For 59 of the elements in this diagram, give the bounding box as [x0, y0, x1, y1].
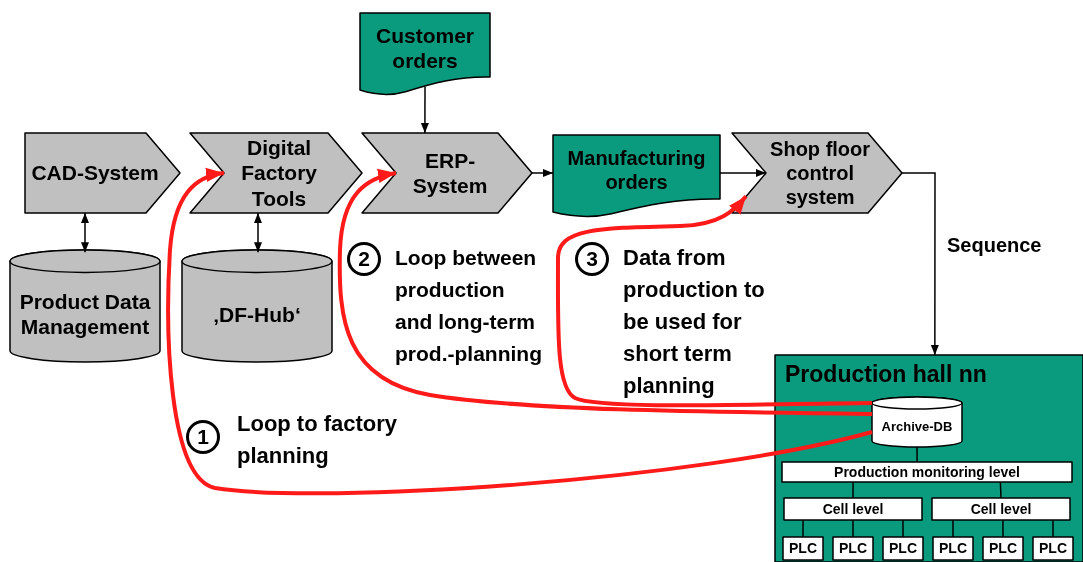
plc-box: [833, 537, 873, 560]
plc-box: [883, 537, 923, 560]
plc-box: [983, 537, 1023, 560]
loop-arrow: [166, 168, 873, 496]
node-label: Shop floor control system: [769, 137, 872, 209]
process-step-shape: [362, 133, 532, 213]
node-label: PLC: [989, 540, 1017, 557]
level-bar: [932, 498, 1070, 520]
arrow: [531, 169, 554, 177]
callout-number: 1: [186, 420, 220, 454]
node-label: ‚DF-Hub‘: [213, 301, 301, 327]
node-label: PLC: [789, 540, 817, 557]
annotation-text: Data from production to be used for short term planning: [623, 244, 766, 400]
annotation-text: Loop between production and long-term prod.-planning: [395, 245, 543, 367]
node-label: Production monitoring level: [834, 463, 1020, 481]
node-label: CAD-System: [31, 160, 159, 186]
callout-number: 2: [347, 242, 381, 276]
level-bar: [782, 462, 1072, 482]
connector-line: [852, 519, 854, 538]
loop-arrow: [555, 194, 873, 408]
connector-line: [902, 519, 904, 538]
node-label: Digital Factory Tools: [240, 135, 318, 211]
node-label: PLC: [839, 540, 867, 557]
process-pentagon: [25, 133, 180, 213]
connector-line: [999, 481, 1002, 499]
loop-arrow: [337, 169, 873, 416]
plc-box: [783, 537, 823, 560]
callout-number: 3: [575, 242, 609, 276]
node-label: PLC: [1039, 540, 1067, 557]
node-label: Archive-DB: [881, 418, 953, 435]
node-label: Manufacturing orders: [566, 146, 707, 195]
arrow: [901, 172, 939, 356]
node-label: Cell level: [822, 500, 884, 518]
node-label: Cell level: [970, 500, 1032, 518]
arrow: [253, 212, 262, 253]
node-label: PLC: [889, 540, 917, 557]
arrow: [81, 212, 89, 253]
connector-line: [1052, 519, 1054, 538]
node-label: ERP-System: [411, 147, 489, 199]
connector-line: [802, 519, 804, 538]
node-label: Production hall nn: [785, 361, 987, 389]
connector-line: [852, 481, 854, 499]
node-label: Product Data Management: [18, 289, 152, 340]
process-step-shape: [732, 133, 902, 213]
plc-box: [933, 537, 973, 560]
document-shape: [360, 13, 490, 95]
plc-box: [1033, 537, 1073, 560]
connector-line: [916, 446, 918, 463]
annotation-text: Loop to factory planning: [237, 410, 399, 470]
node-label: PLC: [939, 540, 967, 557]
production-hall-panel: [775, 355, 1083, 562]
node-label: Customer orders: [375, 23, 475, 74]
process-step-shape: [190, 133, 362, 213]
level-bar: [784, 498, 922, 520]
document-shape: [553, 135, 720, 217]
arrow: [719, 169, 767, 177]
arrow: [420, 86, 429, 134]
connector-line: [952, 519, 954, 538]
connector-line: [1002, 519, 1004, 538]
